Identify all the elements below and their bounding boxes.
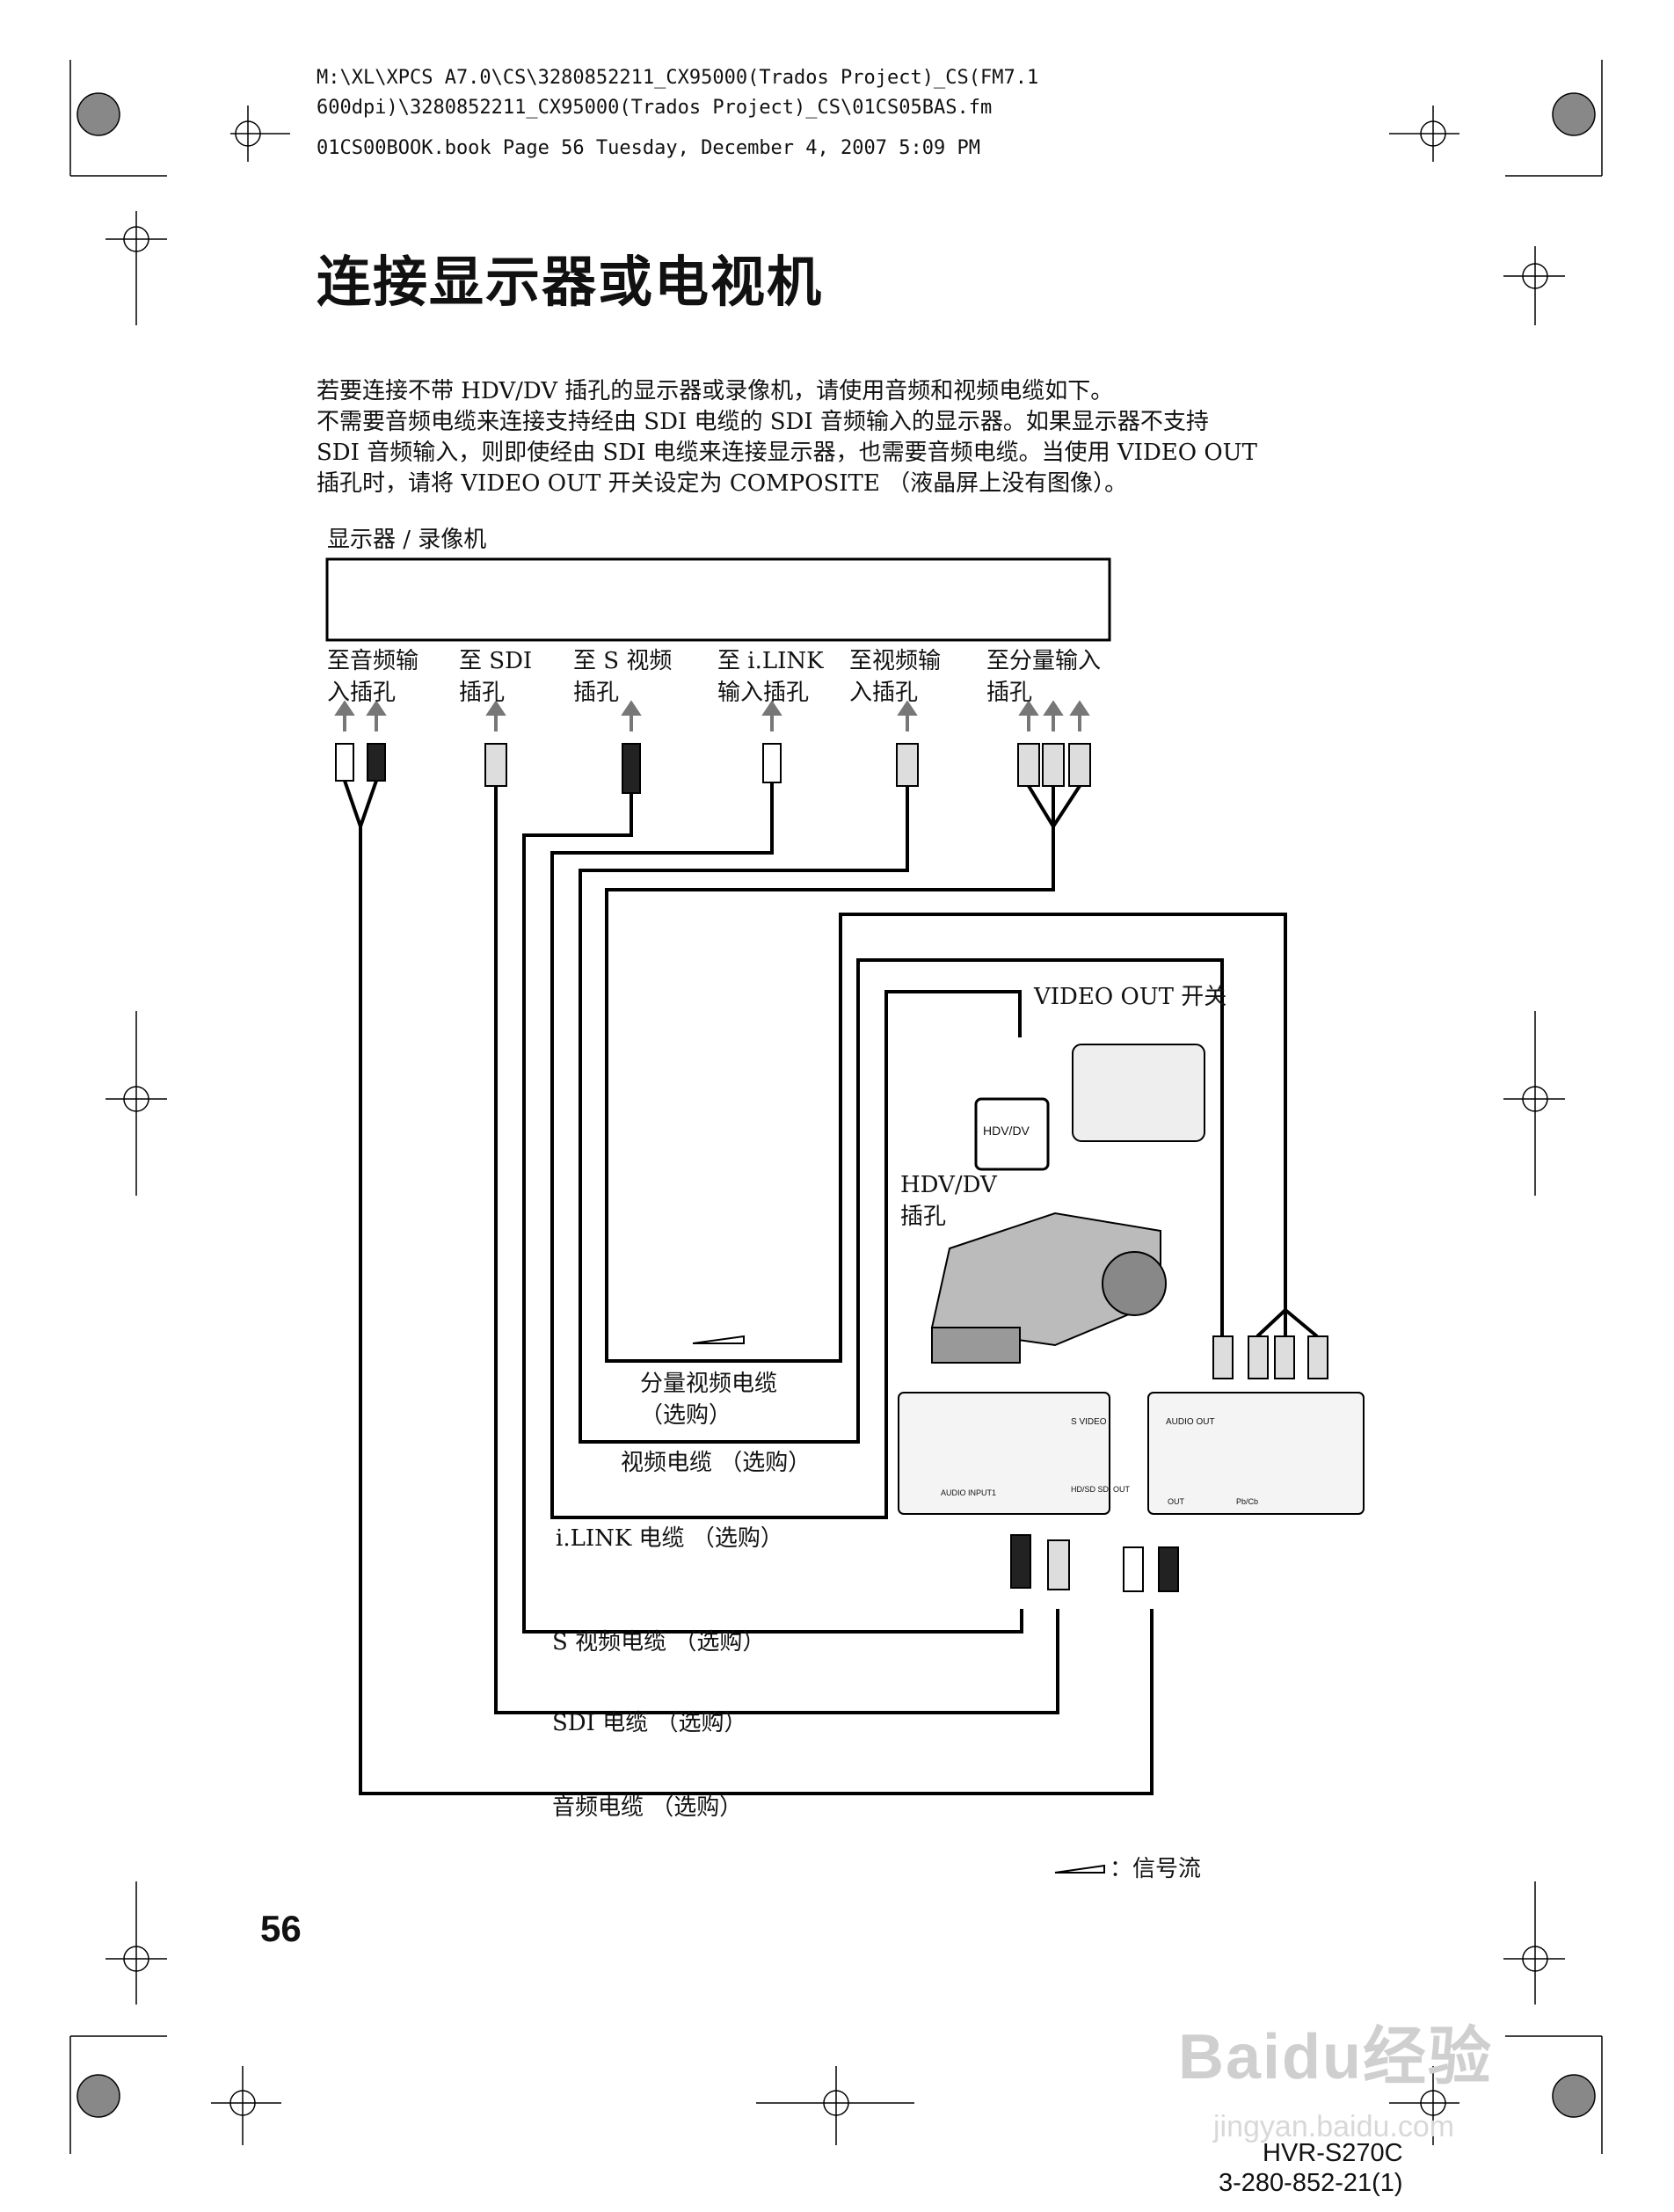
input-label-audio: 至音频输 入插孔: [327, 645, 418, 709]
watermark-logo: Baidu经验: [1178, 2022, 1494, 2092]
video-out-switch-label: VIDEO OUT 开关: [1034, 984, 1227, 1010]
input-label-component-line2: 插孔: [986, 680, 1033, 706]
input-label-video-line2: 入插孔: [849, 680, 919, 706]
watermark-url: jingyan.baidu.com: [1213, 2110, 1455, 2143]
panel-label-pbpr: Pb/Cb: [1236, 1497, 1259, 1506]
header-path-line1: M:\XL\XPCS A7.0\CS\3280852211_CX95000(Tr…: [317, 67, 1039, 89]
hdv-jack-label-line2: 插孔: [900, 1204, 947, 1230]
input-label-sdi-line1: 至 SDI: [459, 648, 533, 674]
input-label-ilink-line2: 输入插孔: [717, 680, 810, 706]
input-label-component-line1: 至分量输入: [986, 648, 1102, 674]
camera-panels: [898, 1392, 1365, 1515]
cable-label-component-line1: 分量视频电缆: [640, 1371, 778, 1397]
monitor-label: 显示器 / 录像机: [327, 527, 487, 553]
hdv-jack-label: HDV/DV 插孔: [900, 1169, 997, 1233]
cable-label-sdi: SDI 电缆 （选购）: [552, 1710, 747, 1736]
input-label-video: 至视频输 入插孔: [849, 645, 941, 709]
file-header: M:\XL\XPCS A7.0\CS\3280852211_CX95000(Tr…: [317, 63, 1038, 164]
intro-line3: SDI 音频输入，则即使经由 SDI 电缆来连接显示器，也需要音频电缆。当使用 …: [317, 440, 1257, 466]
panel-label-video-out: OUT: [1168, 1497, 1184, 1506]
cables: [343, 780, 1319, 1795]
input-label-ilink-line1: 至 i.LINK: [717, 648, 824, 674]
camcorder-illustration: [930, 1044, 1205, 1364]
intro-line2: 不需要音频电缆来连接支持经由 SDI 电缆的 SDI 音频输入的显示器。如果显示…: [317, 409, 1209, 435]
signal-flow-icon: [692, 1335, 1105, 1874]
page-title: 连接显示器或电视机: [317, 250, 824, 314]
input-label-audio-line1: 至音频输: [327, 648, 419, 674]
input-label-ilink: 至 i.LINK 输入插孔: [717, 645, 824, 709]
panel-label-audio-out: AUDIO OUT: [1166, 1417, 1215, 1427]
input-label-svideo-line2: 插孔: [573, 680, 620, 706]
panel-label-audio-input: AUDIO INPUT1: [941, 1488, 997, 1497]
connector-plugs: [335, 743, 1091, 794]
input-label-video-line1: 至视频输: [849, 648, 942, 674]
header-path-line2: 600dpi)\3280852211_CX95000(Trados Projec…: [317, 97, 993, 119]
input-label-svideo: 至 S 视频 插孔: [573, 645, 672, 709]
legend-label: ：信号流: [1110, 1856, 1202, 1882]
footer-model: HVR-S270C 3-280-852-21(1): [1219, 2138, 1403, 2198]
hdv-jack-label-line1: HDV/DV: [900, 1172, 997, 1198]
panel-label-sdi-out: HD/SD SDI OUT: [1071, 1485, 1131, 1494]
cable-label-component: 分量视频电缆 （选购）: [640, 1368, 777, 1431]
cable-label-audio: 音频电缆 （选购）: [552, 1794, 743, 1821]
footer-model-name: HVR-S270C: [1263, 2139, 1403, 2167]
intro-text: 若要连接不带 HDV/DV 插孔的显示器或录像机，请使用音频和视频电缆如下。 不…: [317, 376, 1398, 499]
cable-label-ilink: i.LINK 电缆 （选购）: [556, 1525, 783, 1552]
input-label-svideo-line1: 至 S 视频: [573, 648, 673, 674]
input-label-sdi: 至 SDI 插孔: [459, 645, 532, 709]
input-arrows: [334, 700, 1090, 731]
registration-marks: [69, 60, 1603, 2154]
cable-label-component-line2: （选购）: [640, 1402, 732, 1429]
hdv-badge: HDV/DV: [983, 1124, 1030, 1138]
page-number: 56: [260, 1908, 302, 1949]
input-label-component: 至分量输入 插孔: [986, 645, 1101, 709]
intro-line1: 若要连接不带 HDV/DV 插孔的显示器或录像机，请使用音频和视频电缆如下。: [317, 378, 1114, 404]
footer-model-code: 3-280-852-21(1): [1219, 2169, 1403, 2197]
cable-label-svideo: S 视频电缆 （选购）: [552, 1629, 766, 1655]
panel-label-s-video: S VIDEO: [1071, 1417, 1107, 1427]
cable-label-video: 视频电缆 （选购）: [621, 1450, 812, 1476]
monitor-box: [325, 557, 1111, 642]
panel-connectors: [1010, 1335, 1328, 1592]
intro-line4: 插孔时，请将 VIDEO OUT 开关设定为 COMPOSITE （液晶屏上没有…: [317, 470, 1128, 497]
input-label-sdi-line2: 插孔: [459, 680, 506, 706]
header-book-line: 01CS00BOOK.book Page 56 Tuesday, Decembe…: [317, 137, 980, 159]
input-label-audio-line2: 入插孔: [327, 680, 397, 706]
